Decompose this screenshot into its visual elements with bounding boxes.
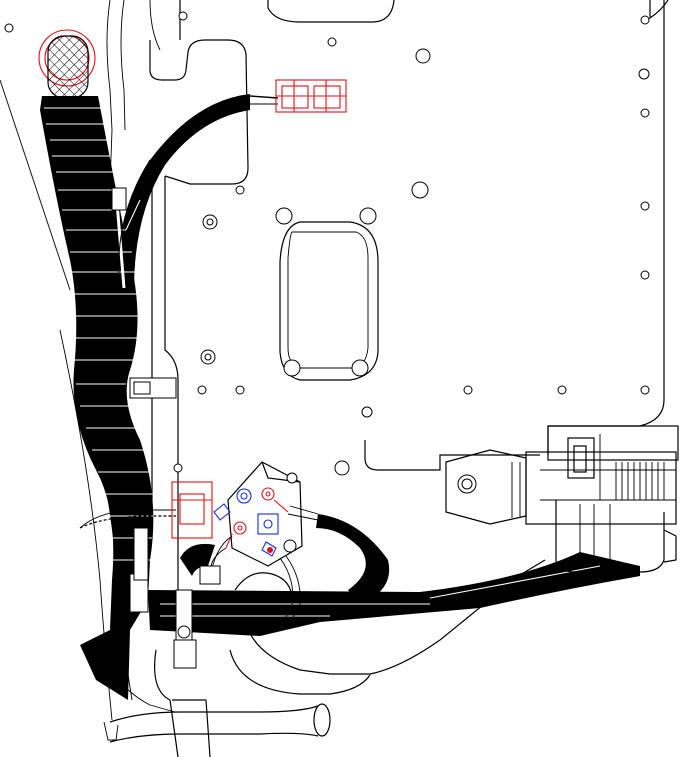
mounting-plate (149, 0, 669, 695)
right-connector-block (445, 425, 679, 573)
loom-clamps (111, 187, 197, 669)
ring-terminal (38, 29, 96, 99)
connector-ribs (615, 462, 665, 500)
solenoid-terminals (199, 461, 319, 633)
top-connector (249, 79, 347, 113)
mounting-holes (4, 11, 650, 476)
center-connector (79, 481, 213, 539)
